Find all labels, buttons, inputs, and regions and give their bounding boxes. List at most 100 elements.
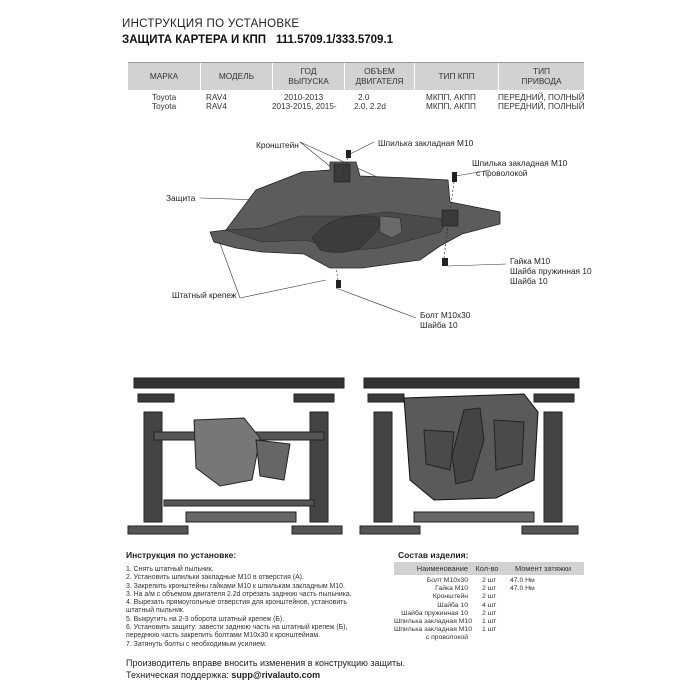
- label-stud: Шпилька закладная М10: [378, 138, 474, 148]
- product-code: 111.5709.1/333.5709.1: [276, 34, 394, 46]
- col-model: МОДЕЛЬ: [200, 63, 272, 90]
- label-washer: Шайба 10: [510, 276, 548, 286]
- assembly-axes: [335, 157, 455, 281]
- part-torque: [502, 634, 584, 642]
- part-torque: [502, 618, 584, 626]
- footer-support: Техническая поддержка: supp@rivalauto.co…: [126, 670, 320, 680]
- cell-model: RAV4: [206, 93, 227, 102]
- parts-table-header: Наименование Кол-во Момент затяжки: [394, 562, 584, 575]
- table-row: Toyota RAV4 2013-2015, 2015- 2.0, 2.2d М…: [128, 102, 585, 111]
- label-bolt: Болт М10х30: [420, 310, 471, 320]
- cell-drive: ПЕРЕДНИЙ, ПОЛНЫЙ: [498, 93, 585, 102]
- list-item: переднюю часть закрепить болтами М10х30 …: [126, 632, 321, 640]
- col-make: МАРКА: [149, 70, 179, 81]
- cell-make: Toyota: [152, 102, 177, 111]
- underbody-before: [127, 377, 345, 535]
- underbody-after: [359, 377, 580, 535]
- part-qty: 2 шт: [482, 585, 497, 593]
- part-name: Шпилька закладная М10: [394, 626, 472, 634]
- doc-title: ИНСТРУКЦИЯ ПО УСТАНОВКЕ: [122, 18, 300, 30]
- list-item: 3. Закрепить кронштейны гайками М10 к шп…: [126, 582, 345, 590]
- underbody-illustrations: [124, 360, 584, 542]
- underbody-drawing: [127, 377, 580, 535]
- part-torque: 47.0 Нм: [510, 577, 535, 584]
- exploded-diagram: Кронштейн Шпилька закладная М10 Шпилька …: [0, 120, 700, 360]
- cell-drive: ПЕРЕДНИЙ, ПОЛНЫЙ: [498, 102, 585, 111]
- list-item: 1. Снять штатный пыльник.: [126, 566, 214, 573]
- table-row: Гайка М10 2 шт 47.0 Нм: [394, 585, 584, 593]
- cell-engine: 2.0, 2.2d: [354, 102, 386, 111]
- part-name: с проволокой: [425, 634, 468, 642]
- list-item: 5. Выкрутить на 2-3 оборота штатный креп…: [126, 615, 285, 623]
- part-torque: [502, 610, 584, 618]
- instructions-list: 1. Снять штатный пыльник. 2. Установить …: [126, 566, 376, 649]
- fasteners: [336, 150, 457, 288]
- cell-gearbox: МКПП, АКПП: [426, 102, 476, 111]
- label-shield: Защита: [166, 193, 196, 203]
- table-row: Шпилька закладная М10 1 шт: [394, 618, 584, 626]
- bracket-right: [441, 209, 459, 227]
- part-name: Шайба пружинная 10: [401, 609, 468, 617]
- shield-drawing: [199, 141, 507, 319]
- part-name: Шпилька закладная М10: [394, 617, 472, 625]
- list-item: 4. Вырезать прямоугольные отверстия для …: [126, 599, 347, 607]
- col-name: Наименование: [416, 564, 468, 573]
- part-qty: 2 шт: [482, 593, 497, 601]
- label-stud-wire-1: Шпилька закладная М10: [472, 158, 568, 168]
- cell-gearbox: МКПП, АКПП: [426, 93, 476, 102]
- parts-title: Состав изделия:: [398, 550, 469, 560]
- part-torque: [502, 593, 584, 601]
- label-lock-washer: Шайба пружинная 10: [510, 266, 592, 276]
- part-name: Гайка М10: [435, 585, 468, 593]
- label-bracket: Кронштейн: [256, 140, 299, 150]
- label-std-mount: Штатный крепеж: [172, 290, 237, 300]
- part-name: Болт М10х30: [426, 577, 468, 584]
- table-row: Кронштейн 2 шт: [394, 593, 584, 601]
- footer-notice: Производитель вправе вносить изменения в…: [126, 658, 406, 668]
- table-row: Болт М10х30 2 шт 47.0 Нм: [394, 577, 584, 585]
- cell-make: Toyota: [152, 93, 177, 102]
- instructions-title: Инструкция по установке:: [126, 550, 237, 560]
- product-name: ЗАЩИТА КАРТЕРА И КПП: [122, 34, 267, 46]
- cell-year: 2013-2015, 2015-: [272, 102, 337, 111]
- shield-rib: [311, 215, 380, 253]
- part-torque: 47.0 Нм: [510, 585, 535, 593]
- label-nut: Гайка М10: [510, 256, 551, 266]
- cell-year: 2010-2013: [284, 93, 324, 102]
- list-item: 7. Затянуть болты с необходимым усилием.: [126, 640, 267, 648]
- parts-table: Наименование Кол-во Момент затяжки Болт …: [394, 562, 584, 643]
- table-row: Шпилька закладная М10 1 шт: [394, 626, 584, 634]
- label-bolt-washer: Шайба 10: [420, 320, 458, 330]
- list-item: 3. На а/м с объемом двигателя 2.2d отрез…: [126, 590, 352, 598]
- part-torque: [502, 626, 584, 634]
- table-row: Шайба 10 4 шт: [394, 602, 584, 610]
- part-qty: 4 шт: [482, 601, 497, 609]
- part-qty: 1 шт: [482, 617, 497, 625]
- shield-plate: [209, 161, 501, 269]
- bracket-left: [333, 163, 351, 183]
- list-item: штатный пыльник.: [126, 607, 185, 615]
- part-qty: 2 шт: [482, 609, 497, 617]
- col-qty: Кол-во: [475, 564, 499, 573]
- col-torque: Момент затяжки: [514, 564, 572, 573]
- support-email[interactable]: supp@rivalauto.com: [231, 670, 321, 680]
- table-row: Toyota RAV4 2010-2013 2.0 МКПП, АКПП ПЕР…: [128, 93, 585, 102]
- table-row: Шайба пружинная 10 2 шт: [394, 610, 584, 618]
- support-label: Техническая поддержка:: [126, 670, 232, 680]
- shield-recess: [379, 215, 403, 239]
- part-qty: [472, 634, 502, 642]
- part-qty: 1 шт: [482, 626, 497, 634]
- part-name: Кронштейн: [432, 593, 468, 601]
- part-name: Шайба 10: [437, 601, 468, 609]
- list-item: 2. Установить шпильки закладные М10 в от…: [126, 574, 304, 582]
- cell-model: RAV4: [206, 102, 227, 111]
- table-row: с проволокой: [394, 634, 584, 642]
